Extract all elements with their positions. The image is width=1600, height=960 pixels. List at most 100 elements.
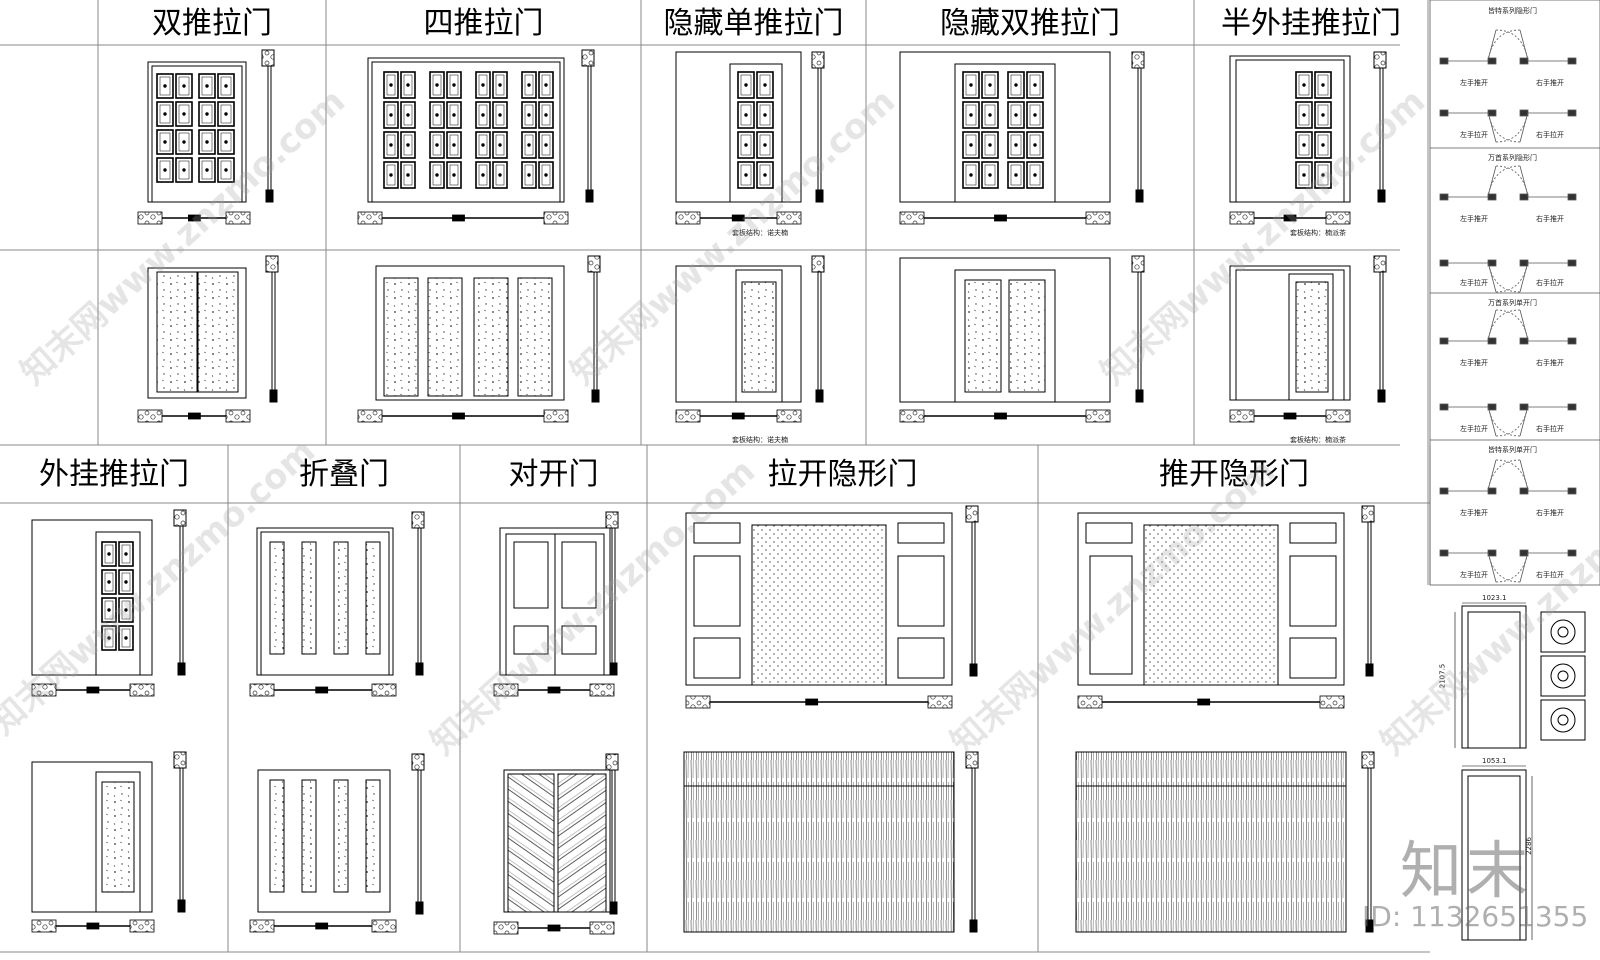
- title-double-swing-door: 对开门: [508, 457, 599, 492]
- swing-diagram-7: [1487, 259, 1577, 293]
- plan-strip-17: [493, 921, 615, 935]
- side-profile-8: [1131, 255, 1145, 403]
- door-panels-hidden-double-left: [962, 71, 999, 189]
- plan-strip-3: [899, 211, 1111, 225]
- brand-logo-text: 知末: [1400, 834, 1533, 907]
- swing-header-2: 万首系列隐形门: [1488, 154, 1537, 162]
- plan-strip-0: [137, 211, 251, 225]
- dimension-width-2: 1053.1: [1482, 757, 1507, 765]
- table-grid: [0, 0, 1431, 953]
- swing-label-left-push-2: 左手推开: [1460, 215, 1488, 223]
- side-profile-0: [261, 49, 275, 203]
- side-profile-7: [811, 255, 825, 403]
- plan-strip-12: [493, 683, 615, 697]
- double-sliding-door-elevation: [147, 61, 247, 203]
- side-profile-16: [411, 753, 425, 915]
- side-profile-1: [581, 49, 595, 203]
- swing-diagram-12: [1439, 459, 1529, 495]
- plan-strip-14: [1077, 695, 1345, 709]
- side-profile-15: [173, 751, 187, 913]
- swing-label-left-pull-1: 左手拉开: [1460, 131, 1488, 139]
- swing-header-1: 皆特系列隐形门: [1488, 7, 1537, 15]
- folding-door: [256, 527, 394, 913]
- swing-label-right-pull-2: 右手拉开: [1536, 279, 1564, 287]
- side-profile-12: [605, 511, 619, 676]
- plan-strip-7: [675, 409, 802, 423]
- swing-label-right-pull-1: 右手拉开: [1536, 131, 1564, 139]
- title-double-sliding-door: 双推拉门: [152, 6, 272, 41]
- side-profile-6: [587, 255, 601, 403]
- swing-label-right-push-3: 右手推开: [1536, 359, 1564, 367]
- plan-section-strips: [31, 211, 1351, 935]
- door-panels-double-right: [198, 73, 235, 183]
- note-hidden-single-top: 套板结构：诺夫楠: [732, 229, 788, 237]
- swing-label-right-push-2: 右手推开: [1536, 215, 1564, 223]
- swing-diagram-0: [1439, 29, 1529, 65]
- side-profile-17: [605, 753, 619, 915]
- swing-diagram-11: [1487, 403, 1577, 437]
- side-profile-3: [1131, 51, 1145, 203]
- hidden-single-sliding-door: [675, 51, 802, 403]
- swing-diagram-2: [1439, 109, 1529, 143]
- side-profile-2: [811, 51, 825, 203]
- surface-mounted-sliding-door: [31, 519, 153, 913]
- swing-diagram-15: [1487, 549, 1577, 583]
- swing-label-left-pull-4: 左手拉开: [1460, 571, 1488, 579]
- swing-diagram-8: [1439, 309, 1529, 345]
- semi-surface-sliding-door: [1229, 55, 1351, 401]
- swing-label-right-push-1: 右手推开: [1536, 79, 1564, 87]
- side-profile-19: [1361, 751, 1375, 933]
- side-profile-11: [411, 511, 425, 676]
- plan-strip-13: [685, 695, 953, 709]
- double-swing-door: [499, 527, 611, 913]
- door-panels-quad-0: [383, 71, 416, 189]
- swing-diagram-1: [1487, 29, 1577, 65]
- swing-label-left-push-4: 左手推开: [1460, 509, 1488, 517]
- side-profile-18: [965, 751, 979, 933]
- note-hidden-double-top: 套板结构：楠派茶: [1290, 229, 1346, 237]
- dimension-width-1: 1023.1: [1482, 594, 1507, 602]
- title-folding-door: 折叠门: [299, 457, 389, 492]
- plan-strip-5: [137, 409, 251, 423]
- swing-header-4: 皆特系列单开门: [1488, 446, 1537, 454]
- quad-sliding-door-glass-elevation: [375, 265, 565, 401]
- dimension-height-1: 2107.5: [1438, 663, 1447, 689]
- door-panels-quad-3: [521, 71, 554, 189]
- swing-label-right-pull-4: 右手拉开: [1536, 571, 1564, 579]
- title-pull-invisible-door: 拉开隐形门: [767, 457, 918, 492]
- side-profile-14: [1361, 505, 1375, 677]
- title-push-invisible-door: 推开隐形门: [1159, 457, 1309, 492]
- quad-sliding-door-elevation: [367, 57, 565, 203]
- swing-label-right-pull-3: 右手拉开: [1536, 425, 1564, 433]
- double-sliding-door-glass-elevation: [147, 267, 247, 399]
- note-hidden-single-bottom: 套板结构：诺夫楠: [732, 436, 788, 444]
- side-profile-5: [265, 255, 279, 403]
- plan-strip-1: [357, 211, 569, 225]
- plan-strip-16: [249, 919, 397, 933]
- door-panels-hidden-double-right: [1007, 71, 1044, 189]
- side-section-profiles: [173, 49, 1387, 933]
- door-panels-hidden-single: [737, 71, 774, 189]
- swing-diagram-3: [1487, 109, 1577, 143]
- title-hidden-double-sliding-door: 隐藏双推拉门: [940, 6, 1120, 41]
- title-semi-surface-sliding-door: 半外挂推拉门: [1221, 6, 1401, 41]
- push-invisible-door: [1075, 512, 1347, 933]
- plan-strip-2: [675, 211, 802, 225]
- swing-label-right-push-4: 右手推开: [1536, 509, 1564, 517]
- door-panels-quad-2: [475, 71, 508, 189]
- door-dimension-detail: [1454, 602, 1586, 941]
- title-surface-sliding-door: 外挂推拉门: [39, 457, 189, 492]
- swing-label-left-pull-3: 左手拉开: [1460, 425, 1488, 433]
- plan-strip-10: [31, 683, 155, 697]
- side-profile-10: [173, 509, 187, 676]
- swing-diagram-10: [1439, 403, 1529, 437]
- title-quad-sliding-door: 四推拉门: [423, 6, 544, 41]
- swing-diagram-14: [1439, 549, 1529, 583]
- plan-strip-8: [899, 409, 1111, 423]
- door-panels-double: [156, 73, 193, 183]
- title-hidden-single-sliding-door: 隐藏单推拉门: [663, 6, 844, 41]
- pull-invisible-door: [683, 512, 955, 933]
- swing-diagram-6: [1439, 259, 1529, 293]
- door-panels-surface: [101, 541, 134, 651]
